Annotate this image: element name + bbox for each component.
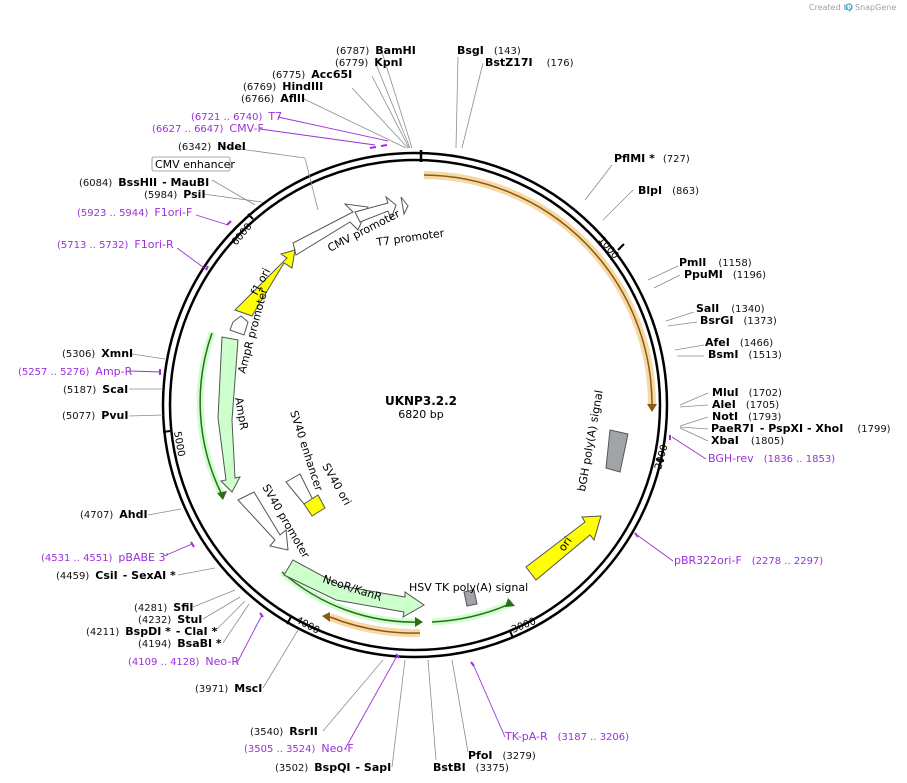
orf-hsv-arrowhead [505,598,515,607]
enzyme-label-bsgi: BsgI(143) [457,44,521,57]
primer-label-pbr322ori-f: pBR322ori-F(2278 .. 2297) [674,554,823,567]
hsv-tk-label: HSV TK poly(A) signal [409,581,528,594]
sv40-promoter-arrow [237,491,289,551]
cmv-enhancer-label: CMV enhancer [155,158,235,171]
tick-5000 [162,430,171,433]
ampr-label: AmpR [232,396,251,431]
tick-label-6000: 6000 [230,221,255,248]
tick-3000 [509,630,514,639]
credit-prefix: Created by [809,3,853,12]
enzyme-label-afei: AfeI(1466) [705,336,773,349]
enzyme-label-aflii: (6766)AflII [241,92,305,105]
enzyme-label-bsabi: (4194)BsaBI * [138,637,222,650]
enzyme-labels-right: BsgI(143) BstZ17I(176) PflMI *(727) BlpI… [433,44,891,774]
sv40-ori-box [303,494,326,517]
primer-label-tk-pa-r: TK-pA-R(3187 .. 3206) [504,730,629,743]
enzyme-label-xmni: (5306)XmnI [62,347,133,360]
primer-label-neo-r: (4109 .. 4128)Neo-R [128,655,239,668]
enzyme-label-noti: NotI(1793) [712,410,781,423]
orf-outer-top [423,174,653,406]
enzyme-label-sfii: (4281)SfiI [134,601,193,614]
tick-2000 [655,458,665,462]
enzyme-label-bstbi: BstBI(3375) [433,761,509,774]
enzyme-label-bspdi: (4211)BspDI *- ClaI * [86,625,217,638]
enzyme-label-pfoi: PfoI(3279) [468,749,536,762]
orf-bottom-arrowhead [322,612,330,622]
enzyme-label-hindiii: (6769)HindIII [243,80,323,93]
snapgene-logo-icon [845,3,853,11]
enzyme-label-csii: (4459)CsiI- SexAI * [56,569,176,582]
tick-label-5000: 5000 [171,431,186,458]
enzyme-label-xbai: XbaI(1805) [711,434,784,447]
neor-kanr-arrow [283,559,425,618]
primer-label-f1ori-f: (5923 .. 5944)F1ori-F [77,206,192,219]
orf-ampr [199,332,223,496]
enzyme-label-ndei: (6342)NdeI [178,140,246,153]
cmv-promoter-arrow-2 [354,195,397,223]
primer-label-neo-f: (3505 .. 3524)Neo-F [244,742,354,755]
cmv-enhancer-box [151,156,231,172]
hsv-tk-box [463,589,478,607]
primer-label-t7: (6721 .. 6740)T7 [191,110,282,123]
enzyme-label-bstz17i: BstZ17I(176) [485,56,574,69]
enzyme-label-msci: (3971)MscI [195,682,262,695]
orf-outer-top-highlight [423,171,656,406]
backbone-inner-ring [168,158,662,652]
plasmid-name: UKNP3.2.2 [385,394,457,408]
orf-bottom [329,616,421,634]
orf-neo-arrowhead [415,617,423,627]
enzyme-label-bsshii: (6084)BssHII- MauBI [79,176,209,189]
orf-ampr-arrowhead [217,491,227,500]
primer-leader-lines [129,116,707,750]
enzyme-label-paer7i: PaeR7I- PspXI - XhoI(1799) [711,422,891,435]
enzyme-label-bsrgi: BsrGI(1373) [700,314,777,327]
enzyme-label-stui: (4232)StuI [138,613,202,626]
enzyme-label-bsmi: BsmI(1513) [708,348,782,361]
enzyme-label-pmli: PmlI(1158) [679,256,752,269]
ampr-arrow [217,336,241,493]
enzyme-label-bamhi: (6787)BamHI [336,44,416,57]
bgh-polya-label: bGH poly(A) signal [575,389,606,492]
enzyme-label-mlui: MluI(1702) [712,386,782,399]
enzyme-label-scai: (5187)ScaI [63,383,128,396]
enzyme-label-kpni: (6779)KpnI [335,56,403,69]
ori-arrow [525,515,602,581]
enzyme-label-pvui: (5077)PvuI [62,409,128,422]
tick-1000 [617,243,625,251]
primer-marks [159,144,671,667]
plasmid-size: 6820 bp [398,408,443,421]
primer-label-f1ori-r: (5713 .. 5732)F1ori-R [57,238,174,251]
credit-brand: SnapGene [855,3,896,12]
enzyme-label-acc65i: (6775)Acc65I [272,68,352,81]
enzyme-label-ppumi: PpuMI(1196) [684,268,766,281]
f1-ori-arrow [234,249,296,317]
orf-outer-top-arrowhead [647,404,657,412]
enzyme-label-alei: AleI(1705) [712,398,779,411]
ampr-promoter-arrow [229,315,249,336]
tick-4000 [286,616,292,625]
bgh-polya-box [605,429,629,473]
orf-neo [281,571,421,623]
t7-promoter-label: T7 promoter [375,227,446,250]
enzyme-label-pflmi: PflMI *(727) [614,152,690,165]
enzyme-labels-left: (6787)BamHI (6779)KpnI (6775)Acc65I (676… [56,44,416,774]
enzyme-label-sali: SalI(1340) [696,302,765,315]
enzyme-label-psii: (5984)PsiI [144,188,206,201]
orf-hsv-highlight [431,599,514,626]
tick-6000 [247,213,254,220]
primer-label-amp-r: (5257 .. 5276)Amp-R [18,365,133,378]
primer-label-bgh-rev: BGH-rev(1836 .. 1853) [708,452,835,465]
leader-lines [128,51,709,768]
primer-label-pbabe: (4531 .. 4551)pBABE 3' [41,551,169,564]
enzyme-label-ahdi: (4707)AhdI [80,508,148,521]
enzyme-label-blpi: BlpI(863) [638,184,699,197]
enzyme-label-rsrii: (3540)RsrII [250,725,318,738]
backbone-outer-ring [161,151,669,659]
primer-label-cmv-f: (6627 .. 6647)CMV-F [152,122,264,135]
enzyme-label-bspqi: (3502)BspQI- SapI [275,761,391,774]
t7-promoter-arrow [400,196,409,216]
snapgene-credit: Created by SnapGene [809,3,896,12]
primer-labels: (6721 .. 6740)T7 (6627 .. 6647)CMV-F (59… [18,110,835,755]
